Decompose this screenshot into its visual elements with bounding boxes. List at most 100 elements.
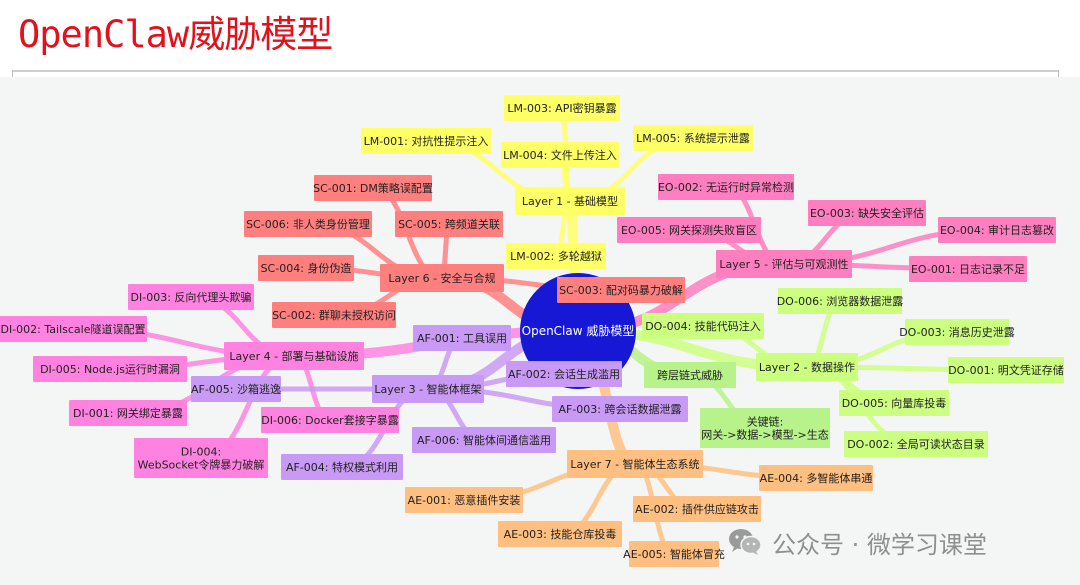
layer1-item-box bbox=[504, 95, 620, 121]
layer4-item[interactable]: DI-001: 网关绑定暴露 bbox=[69, 400, 187, 426]
layer5-item[interactable]: EO-001: 日志记录不足 bbox=[909, 256, 1027, 282]
layer2-item[interactable]: DO-005: 向量库投毒 bbox=[839, 390, 949, 416]
layer4-item[interactable]: DI-004:WebSocket令牌暴力破解 bbox=[134, 438, 268, 478]
layer4-item[interactable]: DI-002: Tailscale隧道误配置 bbox=[0, 316, 147, 342]
layer6-item-label: SC-001: DM策略误配置 bbox=[313, 181, 433, 195]
layer7-node-box bbox=[567, 450, 703, 478]
layer4-item-label: DI-005: Node.js运行时漏洞 bbox=[40, 363, 180, 376]
layer5-item-box bbox=[808, 200, 926, 226]
layer7-item[interactable]: AE-004: 多智能体串通 bbox=[759, 465, 873, 491]
layer6-item[interactable]: SC-006: 非人类身份管理 bbox=[244, 211, 372, 237]
layer2-item[interactable]: DO-006: 浏览器数据泄露 bbox=[777, 288, 904, 314]
layer4-item-box bbox=[33, 356, 187, 382]
watermark: 公众号 · 微学习课堂 bbox=[728, 525, 987, 559]
center-node-label: OpenClaw 威胁模型 bbox=[522, 323, 635, 338]
layer4-item[interactable]: DI-005: Node.js运行时漏洞 bbox=[33, 356, 187, 382]
layer2-item[interactable]: DO-003: 消息历史泄露 bbox=[899, 319, 1015, 345]
layer7-item[interactable]: AE-003: 技能仓库投毒 bbox=[498, 521, 622, 547]
layer2-item-box bbox=[642, 313, 764, 339]
layer3-item[interactable]: AF-002: 会话生成滥用 bbox=[506, 361, 622, 387]
layer1-item-label: LM-002: 多轮越狱 bbox=[510, 249, 602, 263]
layer3-item[interactable]: AF-005: 沙箱逃逸 bbox=[191, 376, 281, 402]
layer3-item-box bbox=[412, 427, 556, 453]
layer1-item-box bbox=[506, 243, 606, 269]
layer6-item[interactable]: SC-001: DM策略误配置 bbox=[313, 175, 433, 201]
mindmap: OpenClaw 威胁模型 Layer 1 - 基础模型 LM-003: API密… bbox=[0, 95, 1064, 567]
layer5-item[interactable]: EO-003: 缺失安全评估 bbox=[808, 200, 926, 226]
layer4-item[interactable]: DI-003: 反向代理头欺骗 bbox=[128, 284, 254, 310]
layer6-item[interactable]: SC-005: 跨频道关联 bbox=[395, 211, 503, 237]
layer1-item[interactable]: LM-005: 系统提示泄露 bbox=[633, 125, 753, 151]
layer5-item[interactable]: EO-004: 审计日志篡改 bbox=[938, 217, 1056, 243]
layer2-item-label: DO-004: 技能代码注入 bbox=[645, 319, 761, 333]
layer4-item-label: DI-006: Docker套接字暴露 bbox=[261, 413, 398, 427]
layer7-node[interactable]: Layer 7 - 智能体生态系统 bbox=[567, 450, 703, 478]
layer3-item-box bbox=[281, 454, 403, 480]
layer3-item[interactable]: AF-006: 智能体间通信滥用 bbox=[412, 427, 556, 453]
layer6-item-label: SC-002: 群聊未授权访问 bbox=[272, 308, 396, 322]
layer5-item[interactable]: EO-002: 无运行时异常检测 bbox=[658, 174, 794, 200]
layer2-item-box bbox=[839, 390, 949, 416]
layer1-item-box bbox=[633, 125, 753, 151]
layer2-item-box bbox=[778, 288, 902, 314]
layer1-item[interactable]: LM-001: 对抗性提示注入 bbox=[361, 128, 491, 154]
layer4-item-label: DI-004: bbox=[181, 446, 221, 459]
layer3-item-label: AF-001: 工具误用 bbox=[417, 332, 507, 345]
layer6-item-box bbox=[395, 211, 503, 237]
watermark-text: 公众号 · 微学习课堂 bbox=[772, 530, 987, 559]
layer6-item[interactable]: SC-003: 配对码暴力破解 bbox=[557, 277, 685, 303]
chain-item[interactable]: 关键链:网关->数据->模型->生态 bbox=[700, 408, 830, 448]
layer4-item-label: DI-001: 网关绑定暴露 bbox=[73, 406, 183, 420]
layer1-node-box bbox=[515, 187, 625, 215]
layer2-item[interactable]: DO-004: 技能代码注入 bbox=[642, 313, 764, 339]
chain-node[interactable]: 跨层链式威胁 bbox=[644, 362, 736, 388]
layer4-node[interactable]: Layer 4 - 部署与基础设施 bbox=[224, 342, 364, 370]
layer1-item[interactable]: LM-003: API密钥暴露 bbox=[504, 95, 620, 121]
layer7-item-label: AE-004: 多智能体串通 bbox=[760, 471, 873, 485]
layer1-item[interactable]: LM-004: 文件上传注入 bbox=[501, 142, 619, 168]
layer3-item[interactable]: AF-001: 工具误用 bbox=[413, 325, 511, 351]
layer2-item-label: DO-005: 向量库投毒 bbox=[842, 396, 947, 410]
layer1-item-label: LM-003: API密钥暴露 bbox=[507, 101, 616, 115]
layer1-node[interactable]: Layer 1 - 基础模型 bbox=[515, 187, 625, 215]
layer1-item[interactable]: LM-002: 多轮越狱 bbox=[506, 243, 606, 269]
layer2-node-box bbox=[756, 353, 858, 381]
layer4-item-label: WebSocket令牌暴力破解 bbox=[138, 458, 265, 472]
layer2-item[interactable]: DO-002: 全局可读状态目录 bbox=[844, 431, 988, 457]
layer5-item-box bbox=[909, 256, 1027, 282]
layer7-item-label: AE-003: 技能仓库投毒 bbox=[504, 527, 617, 541]
layer1-item-label: LM-001: 对抗性提示注入 bbox=[364, 134, 489, 148]
layer5-item-label: EO-004: 审计日志篡改 bbox=[940, 223, 1054, 237]
layer2-item[interactable]: DO-001: 明文凭证存储 bbox=[948, 357, 1064, 383]
layer3-item-label: AF-003: 跨会话数据泄露 bbox=[558, 402, 681, 416]
layer6-item[interactable]: SC-002: 群聊未授权访问 bbox=[272, 302, 396, 328]
layer5-item-label: EO-002: 无运行时异常检测 bbox=[658, 180, 794, 194]
layer6-item[interactable]: SC-004: 身份伪造 bbox=[258, 255, 354, 281]
layer4-item[interactable]: DI-006: Docker套接字暴露 bbox=[261, 407, 399, 433]
layer3-item-label: AF-006: 智能体间通信滥用 bbox=[417, 433, 551, 447]
layer7-item[interactable]: AE-002: 插件供应链攻击 bbox=[633, 496, 761, 522]
layer7-item-box bbox=[629, 541, 719, 567]
layer3-node[interactable]: Layer 3 - 智能体框架 bbox=[372, 375, 484, 403]
layer3-item[interactable]: AF-004: 特权模式利用 bbox=[281, 454, 403, 480]
layer3-item-box bbox=[506, 361, 622, 387]
layer2-node-label: Layer 2 - 数据操作 bbox=[759, 360, 855, 374]
layer7-item[interactable]: AE-001: 恶意插件安装 bbox=[405, 487, 523, 513]
layer3-item[interactable]: AF-003: 跨会话数据泄露 bbox=[552, 396, 688, 422]
layer2-item-label: DO-006: 浏览器数据泄露 bbox=[777, 294, 904, 308]
layer7-item-label: AE-005: 智能体冒充 bbox=[623, 547, 725, 561]
layer6-item-box bbox=[314, 175, 432, 201]
title-divider-tick bbox=[1058, 70, 1059, 77]
layer2-item-box bbox=[905, 319, 1009, 345]
layer5-item-label: EO-003: 缺失安全评估 bbox=[810, 206, 924, 220]
layer2-item-label: DO-002: 全局可读状态目录 bbox=[847, 437, 985, 451]
layer7-item[interactable]: AE-005: 智能体冒充 bbox=[623, 541, 725, 567]
chain-item-label: 网关->数据->模型->生态 bbox=[701, 428, 829, 442]
layer6-node[interactable]: Layer 6 - 安全与合规 bbox=[380, 264, 504, 292]
layer5-node[interactable]: Layer 5 - 评估与可观测性 bbox=[716, 250, 852, 278]
layer4-item-box bbox=[261, 407, 399, 433]
layer5-item[interactable]: EO-005: 网关探测失败盲区 bbox=[617, 217, 761, 243]
layer2-node[interactable]: Layer 2 - 数据操作 bbox=[756, 353, 858, 381]
layer3-node-label: Layer 3 - 智能体框架 bbox=[374, 382, 481, 396]
layer5-item-label: EO-001: 日志记录不足 bbox=[911, 263, 1025, 276]
